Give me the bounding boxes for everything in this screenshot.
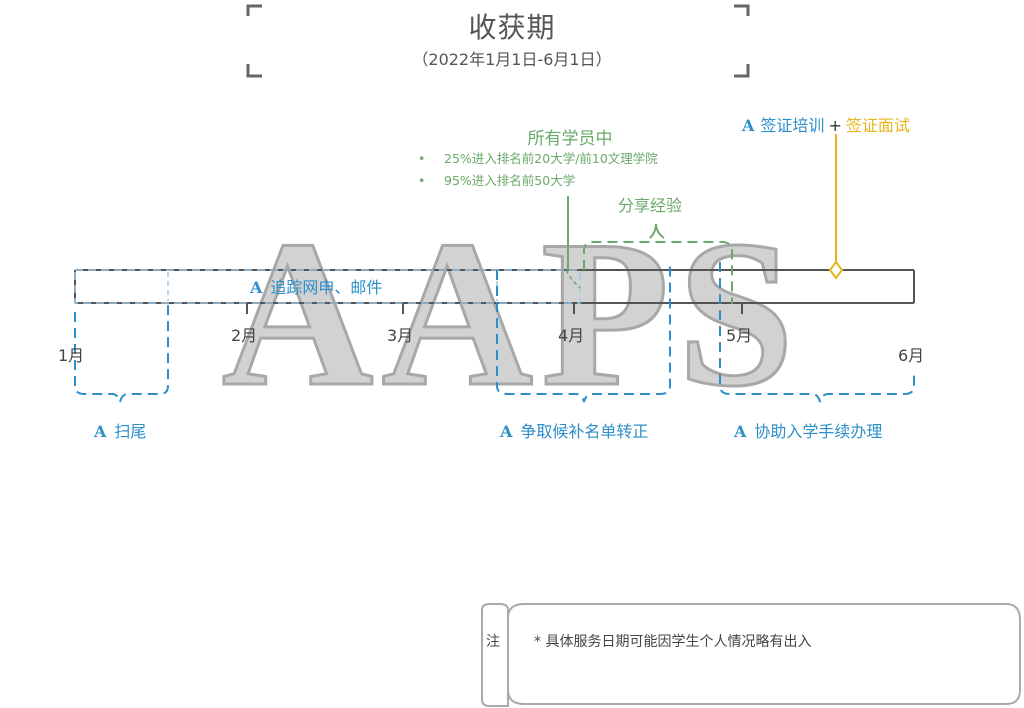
month-label: 3月	[387, 326, 414, 345]
phase-prefix: A	[94, 422, 107, 441]
visa-callout: A 签证培训+签证面试	[742, 112, 910, 136]
phase-label-text: 协助入学手续办理	[754, 422, 883, 441]
phase-prefix: A	[734, 422, 747, 441]
phase-label-waitlist: A 争取候补名单转正	[500, 418, 648, 442]
watermark: AAPS	[222, 198, 802, 430]
month-label: 6月	[898, 346, 925, 365]
phase-bracket-wrapup	[74, 304, 169, 403]
phase-bracket-waitlist	[496, 262, 671, 403]
results-item: 95%进入排名前50大学	[418, 170, 658, 192]
month-label: 1月	[58, 346, 85, 365]
visa-interview: 签证面试	[845, 116, 910, 135]
visa-training: 签证培训	[760, 116, 825, 135]
share-label: 分享经验	[617, 196, 682, 215]
page-subtitle: （2022年1月1日-6月1日）	[412, 50, 612, 69]
phase-label-text: 争取候补名单转正	[520, 422, 649, 441]
phase-label-wrapup: A 扫尾	[94, 418, 146, 442]
phase-label-enrollment: A 协助入学手续办理	[734, 418, 882, 442]
month-label: 5月	[726, 326, 753, 345]
share-frame	[583, 241, 733, 304]
phase-label-text: 扫尾	[114, 422, 147, 441]
title-frame	[246, 4, 750, 78]
results-list: 25%进入排名前20大学/前10文理学院 95%进入排名前50大学	[418, 148, 658, 192]
bar-label-text: 追踪网申、邮件	[270, 278, 383, 297]
note-box	[481, 603, 1021, 707]
visa-marker	[828, 260, 844, 280]
tracking-segment	[74, 269, 581, 304]
month-label: 2月	[231, 326, 258, 345]
month-label: 4月	[558, 326, 585, 345]
results-item: 25%进入排名前20大学/前10文理学院	[418, 148, 658, 170]
results-title: 所有学员中	[527, 129, 613, 149]
note-text: * 具体服务日期可能因学生个人情况略有出入	[534, 634, 812, 650]
phase-prefix: A	[500, 422, 513, 441]
visa-plus: +	[828, 116, 842, 135]
bar-label: A 追踪网申、邮件	[250, 274, 382, 298]
visa-prefix: A	[742, 116, 755, 135]
phase-bracket-enrollment	[719, 262, 915, 403]
note-tag: 注	[486, 634, 500, 650]
month-ticks	[246, 303, 743, 314]
bar-prefix: A	[250, 278, 263, 297]
page-title: 收获期	[468, 11, 556, 44]
